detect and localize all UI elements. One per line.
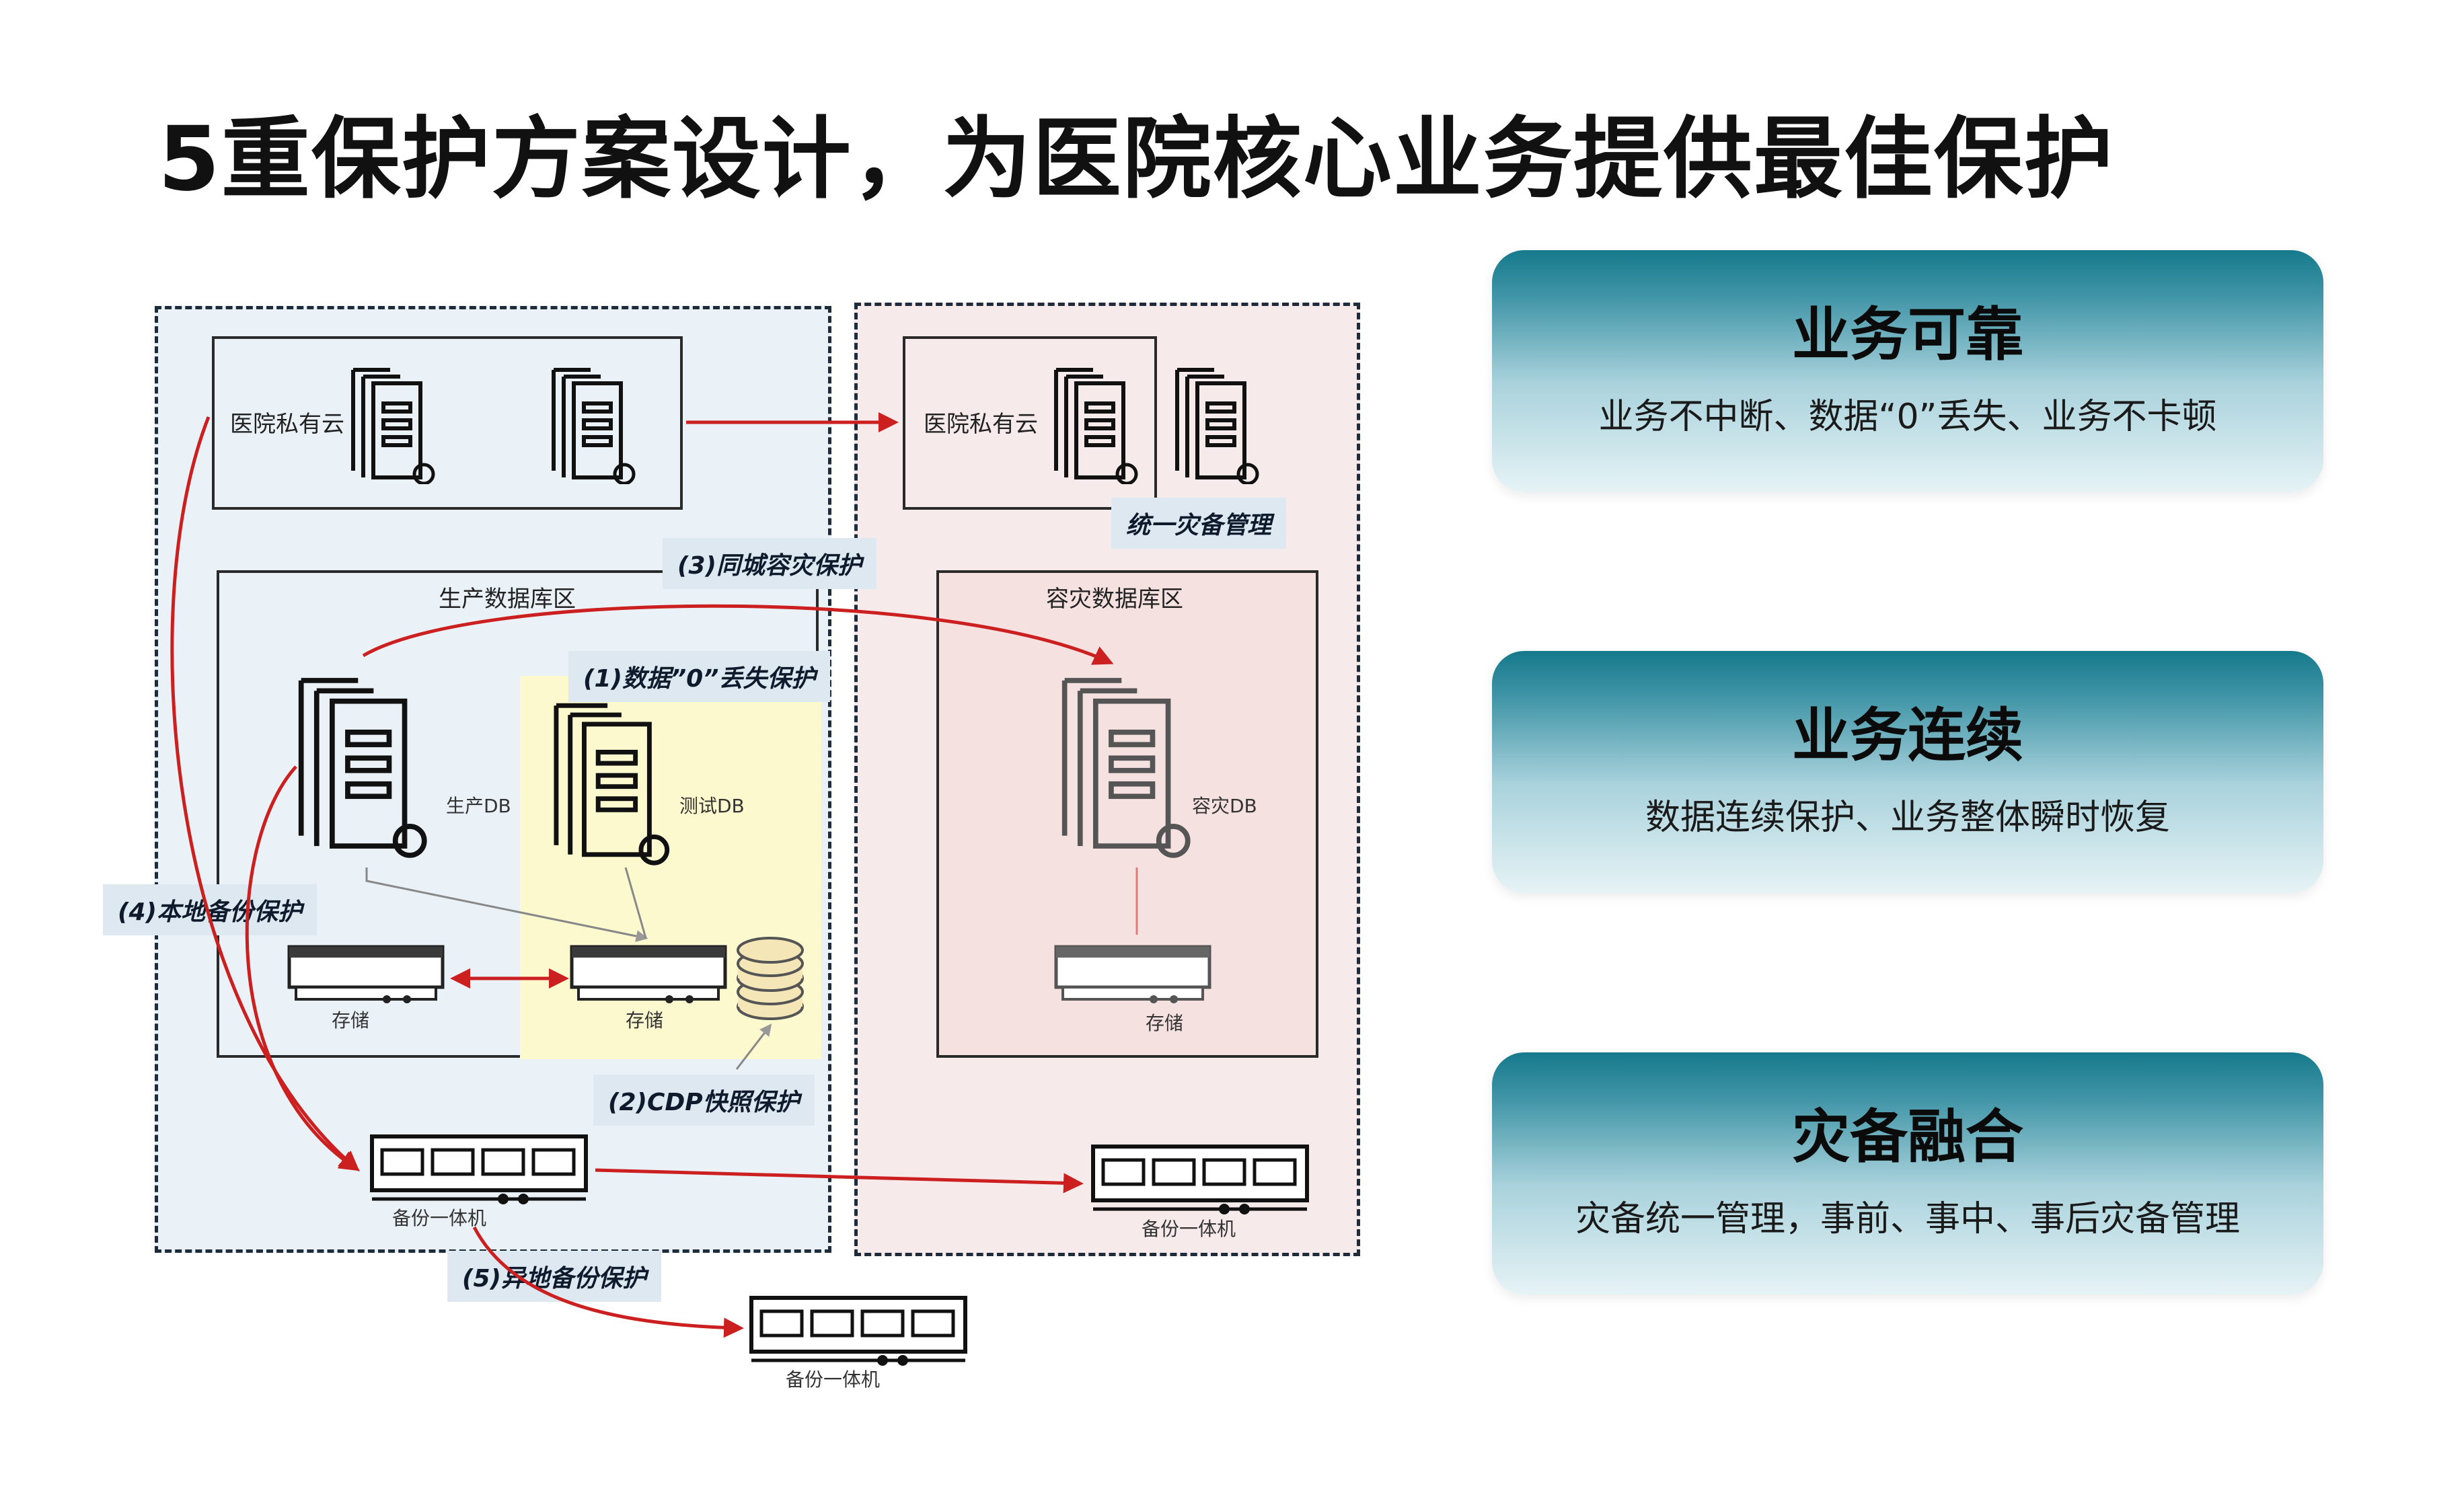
gear-icon xyxy=(412,463,435,484)
prod-storage-label: 存储 xyxy=(332,1009,370,1032)
page-title: 5重保护方案设计，为医院核心业务提供最佳保护 xyxy=(158,108,2114,211)
storage-array-icon xyxy=(287,945,445,1003)
local-backup-appliance-label: 备份一体机 xyxy=(392,1207,487,1229)
prod-db-server-icon xyxy=(298,678,427,858)
dr-backup-appliance-label: 备份一体机 xyxy=(1142,1218,1236,1240)
dr-storage-label: 存储 xyxy=(1146,1012,1184,1034)
feature-card: 业务可靠 业务不中断、数据“0”丢失、业务不卡顿 xyxy=(1492,250,2323,492)
feature-card: 灾备融合 灾备统一管理，事前、事中、事后灾备管理 xyxy=(1492,1052,2323,1294)
same-city-dr-tag: (3)同城容灾保护 xyxy=(663,538,876,589)
prod-db-label: 生产DB xyxy=(446,795,511,817)
cdp-snapshot-tag: (2)CDP快照保护 xyxy=(593,1075,815,1126)
local-backup-tag: (4)本地备份保护 xyxy=(103,884,317,935)
cdp-snapshot-line xyxy=(735,1023,772,1070)
feature-title: 业务连续 xyxy=(1792,702,2023,769)
feature-title: 业务可靠 xyxy=(1792,301,2023,369)
remote-backup-arrow xyxy=(472,1226,744,1338)
prod-db-to-cdp-line xyxy=(365,867,648,942)
feature-description: 业务不中断、数据“0”丢失、业务不卡顿 xyxy=(1598,397,2217,437)
unified-dr-management-tag: 统一灾备管理 xyxy=(1111,498,1287,549)
dr-db-zone-label: 容灾数据库区 xyxy=(1046,586,1183,613)
same-city-dr-arrow xyxy=(362,604,1114,665)
dr-private-cloud-box xyxy=(903,336,1157,510)
backup-appliance-icon xyxy=(370,1134,588,1204)
storage-array-icon xyxy=(1054,945,1211,1003)
local-to-dr-backup-arrow xyxy=(595,1168,1084,1194)
feature-card: 业务连续 数据连续保护、业务整体瞬时恢复 xyxy=(1492,651,2323,893)
prod-db-zone-label: 生产数据库区 xyxy=(439,586,576,613)
remote-backup-appliance-label: 备份一体机 xyxy=(786,1368,881,1391)
storage-array-icon xyxy=(570,945,727,1003)
test-db-label: 测试DB xyxy=(679,795,745,817)
cloud-backup-arrow xyxy=(170,416,360,1171)
server-stack-icon xyxy=(351,368,435,484)
backup-appliance-icon xyxy=(1091,1145,1309,1214)
dr-cloud-label: 医院私有云 xyxy=(924,411,1038,438)
dr-db-label: 容灾DB xyxy=(1192,795,1257,817)
remote-backup-tag: (5)异地备份保护 xyxy=(447,1251,661,1302)
prod-private-cloud-box xyxy=(212,336,683,510)
server-stack-icon xyxy=(1054,368,1138,484)
server-stack-icon xyxy=(552,368,636,484)
database-cylinder-icon xyxy=(737,937,804,1020)
server-stack-icon xyxy=(1175,368,1259,484)
dr-db-server-icon xyxy=(1061,678,1191,858)
test-storage-label: 存储 xyxy=(626,1009,664,1032)
test-db-server-icon xyxy=(554,703,670,865)
zero-data-loss-tag: (1)数据”0”丢失保护 xyxy=(568,651,831,702)
feature-description: 数据连续保护、业务整体瞬时恢复 xyxy=(1645,798,2170,838)
backup-appliance-icon xyxy=(749,1296,967,1366)
db-backup-arrow xyxy=(245,765,361,1171)
feature-description: 灾备统一管理，事前、事中、事后灾备管理 xyxy=(1575,1199,2240,1239)
prod-cloud-label: 医院私有云 xyxy=(230,411,344,438)
feature-title: 灾备融合 xyxy=(1792,1104,2023,1171)
test-db-to-cdp-line xyxy=(624,867,647,939)
